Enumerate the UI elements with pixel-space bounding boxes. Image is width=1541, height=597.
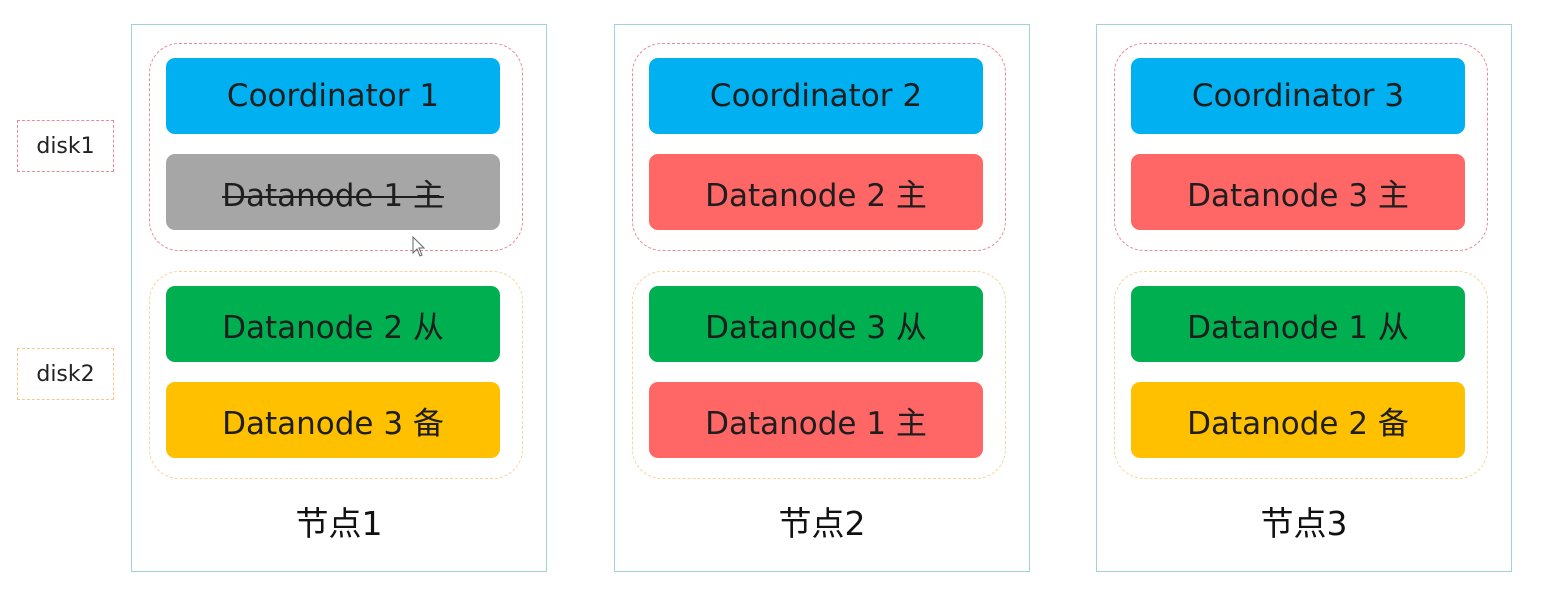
disk2-group: Datanode 3 从 Datanode 1 主	[632, 271, 1006, 479]
datanode-replica-box: Datanode 3 从	[649, 286, 983, 362]
datanode-primary-box: Datanode 3 主	[1131, 154, 1465, 230]
disk2-group: Datanode 1 从 Datanode 2 备	[1114, 271, 1488, 479]
node-2: Coordinator 2 Datanode 2 主 Datanode 3 从 …	[614, 24, 1030, 572]
disk1-group: Coordinator 2 Datanode 2 主	[632, 43, 1006, 251]
disk1-group: Coordinator 3 Datanode 3 主	[1114, 43, 1488, 251]
node-3: Coordinator 3 Datanode 3 主 Datanode 1 从 …	[1096, 24, 1512, 572]
disk1-label: disk1	[17, 120, 114, 172]
coordinator-box: Coordinator 3	[1131, 58, 1465, 134]
datanode-primary-box: Datanode 2 主	[649, 154, 983, 230]
node-title: 节点1	[295, 504, 383, 543]
disk2-group: Datanode 2 从 Datanode 3 备	[149, 271, 523, 479]
datanode-primary-box: Datanode 1 主	[166, 154, 500, 230]
disk2-label: disk2	[17, 348, 114, 400]
coordinator-box: Coordinator 1	[166, 58, 500, 134]
node-title: 节点2	[778, 504, 866, 543]
datanode-standby-box: Datanode 3 备	[166, 382, 500, 458]
datanode-primary-box: Datanode 1 主	[649, 382, 983, 458]
node-title: 节点3	[1260, 504, 1348, 543]
coordinator-box: Coordinator 2	[649, 58, 983, 134]
datanode-standby-box: Datanode 2 备	[1131, 382, 1465, 458]
node-1: Coordinator 1 Datanode 1 主 Datanode 2 从 …	[131, 24, 547, 572]
datanode-replica-box: Datanode 2 从	[166, 286, 500, 362]
datanode-replica-box: Datanode 1 从	[1131, 286, 1465, 362]
disk1-group: Coordinator 1 Datanode 1 主	[149, 43, 523, 251]
